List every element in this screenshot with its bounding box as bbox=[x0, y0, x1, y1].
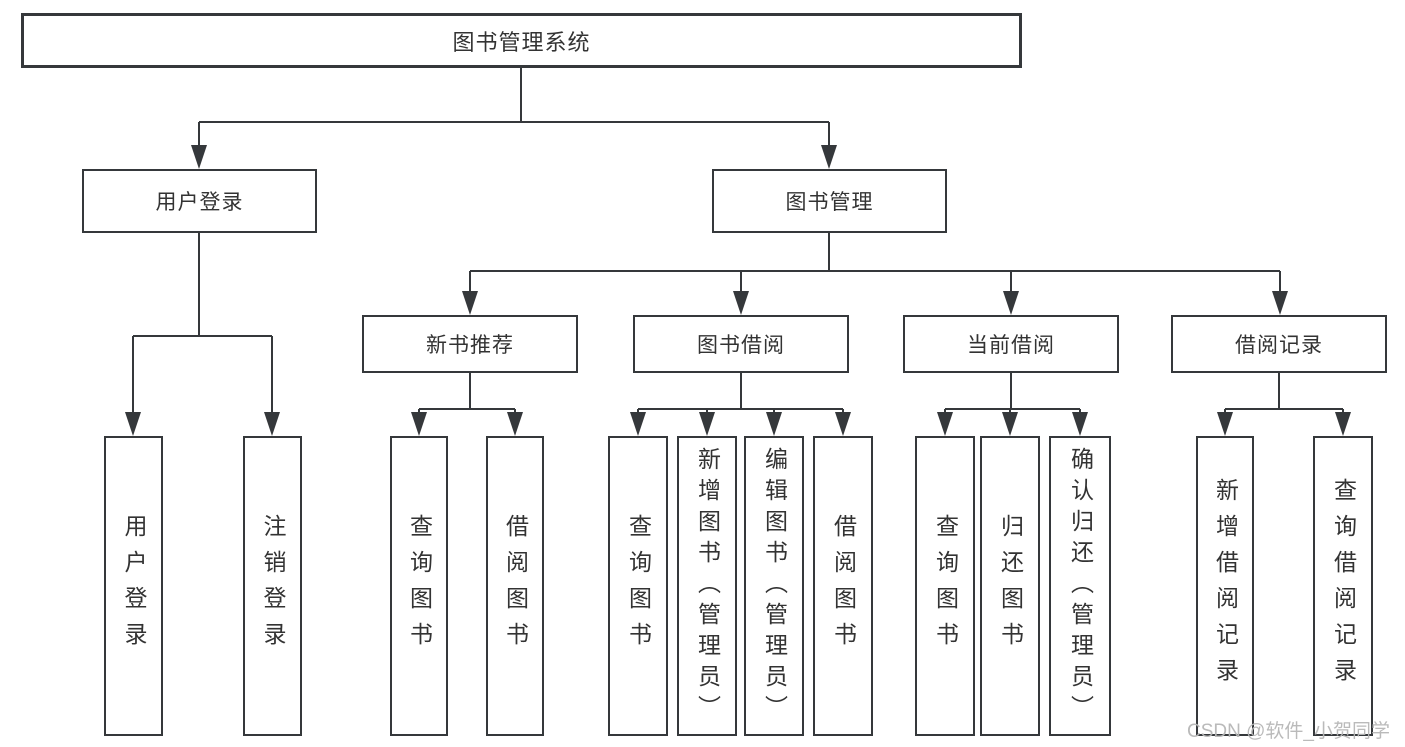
arrow-icon bbox=[835, 412, 851, 436]
node-current-borrow: 当前借阅 bbox=[903, 315, 1119, 373]
node-label: 新增借阅记录 bbox=[1212, 478, 1239, 694]
arrow-icon bbox=[630, 412, 646, 436]
arrow-icon bbox=[264, 412, 280, 436]
node-leaf-borrow-books: 借阅图书 bbox=[486, 436, 544, 736]
node-leaf-user-login: 用户登录 bbox=[104, 436, 163, 736]
arrow-icon bbox=[1003, 291, 1019, 315]
node-leaf-edit-book-admin: 编辑图书（管理员） bbox=[744, 436, 804, 736]
csdn-watermark: CSDN @软件_小贺同学 bbox=[1187, 721, 1390, 742]
arrow-icon bbox=[1217, 412, 1233, 436]
arrow-icon bbox=[733, 291, 749, 315]
node-leaf-add-book-admin: 新增图书（管理员） bbox=[677, 436, 737, 736]
arrow-icon bbox=[411, 412, 427, 436]
node-leaf-logout: 注销登录 bbox=[243, 436, 302, 736]
node-leaf-add-borrow-record: 新增借阅记录 bbox=[1196, 436, 1254, 736]
node-label: 新增图书（管理员） bbox=[694, 446, 721, 726]
node-label: 注销登录 bbox=[260, 514, 286, 658]
arrow-icon bbox=[125, 412, 141, 436]
node-book-management: 图书管理 bbox=[712, 169, 947, 233]
node-label: 查询借阅记录 bbox=[1330, 478, 1357, 694]
arrowheads bbox=[125, 145, 1351, 436]
arrow-icon bbox=[1002, 412, 1018, 436]
node-book-borrow: 图书借阅 bbox=[633, 315, 849, 373]
node-leaf-query-books: 查询图书 bbox=[915, 436, 975, 736]
arrow-icon bbox=[1272, 291, 1288, 315]
node-label: 查询图书 bbox=[625, 514, 652, 658]
node-new-book-recommend: 新书推荐 bbox=[362, 315, 578, 373]
node-label: 用户登录 bbox=[121, 514, 147, 658]
arrow-icon bbox=[191, 145, 207, 169]
node-user-login: 用户登录 bbox=[82, 169, 317, 233]
node-leaf-borrow-books: 借阅图书 bbox=[813, 436, 873, 736]
arrow-icon bbox=[766, 412, 782, 436]
node-label: 借阅图书 bbox=[830, 514, 857, 658]
node-leaf-confirm-return-admin: 确认归还（管理员） bbox=[1049, 436, 1111, 736]
node-label: 归还图书 bbox=[997, 514, 1024, 658]
arrow-icon bbox=[1072, 412, 1088, 436]
node-library-system: 图书管理系统 bbox=[21, 13, 1022, 68]
arrow-icon bbox=[1335, 412, 1351, 436]
node-borrow-records: 借阅记录 bbox=[1171, 315, 1387, 373]
node-label: 借阅图书 bbox=[502, 514, 529, 658]
node-label: 查询图书 bbox=[406, 514, 433, 658]
node-leaf-return-books: 归还图书 bbox=[980, 436, 1040, 736]
node-leaf-query-books: 查询图书 bbox=[390, 436, 448, 736]
node-label: 编辑图书（管理员） bbox=[761, 446, 788, 726]
arrow-icon bbox=[507, 412, 523, 436]
arrow-icon bbox=[937, 412, 953, 436]
node-leaf-query-books: 查询图书 bbox=[608, 436, 668, 736]
arrow-icon bbox=[699, 412, 715, 436]
arrow-icon bbox=[821, 145, 837, 169]
node-label: 确认归还（管理员） bbox=[1067, 446, 1094, 726]
node-leaf-query-borrow-record: 查询借阅记录 bbox=[1313, 436, 1373, 736]
node-label: 查询图书 bbox=[932, 514, 959, 658]
arrow-icon bbox=[462, 291, 478, 315]
